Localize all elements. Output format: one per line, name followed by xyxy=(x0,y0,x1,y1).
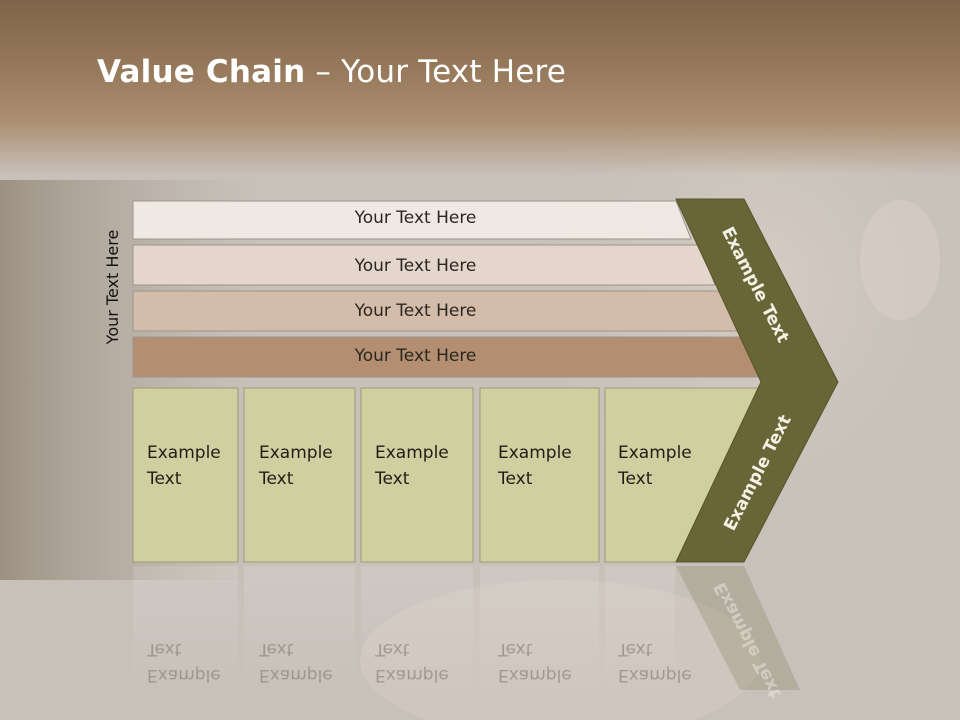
cell-reflection-5: Example Text xyxy=(618,636,692,688)
cell-4-reflect-line2: Text xyxy=(498,639,533,659)
cell-reflection-1: Example Text xyxy=(147,636,221,688)
cell-2-line2: Text xyxy=(259,469,294,489)
cell-2-reflect-line1: Example xyxy=(259,665,333,685)
cell-1-line1: Example xyxy=(147,443,221,463)
header-band xyxy=(0,0,960,175)
cell-shape-3 xyxy=(360,387,474,563)
cell-shape-1 xyxy=(132,387,239,563)
cell-3-reflect-line2: Text xyxy=(375,639,410,659)
cell-reflection-3: Example Text xyxy=(375,636,449,688)
cell-4-reflect-line1: Example xyxy=(498,665,572,685)
row-label-1: Your Text Here xyxy=(354,208,477,228)
row-shape-1 xyxy=(132,200,692,240)
title-rest: – Your Text Here xyxy=(305,54,567,90)
cell-shape-2 xyxy=(243,387,356,563)
cell-5-line2: Text xyxy=(618,469,653,489)
cell-3-line2: Text xyxy=(375,469,410,489)
cell-5-reflect-line2: Text xyxy=(618,639,653,659)
row-label-3: Your Text Here xyxy=(354,301,477,321)
cell-4-line2: Text xyxy=(498,469,533,489)
cell-shape-4 xyxy=(479,387,600,563)
cell-2-reflect-line2: Text xyxy=(259,639,294,659)
slide-title: Value Chain – Your Text Here xyxy=(97,54,566,90)
cell-3-line1: Example xyxy=(375,443,449,463)
cell-1-reflect-line2: Text xyxy=(147,639,182,659)
cell-4-line1: Example xyxy=(498,443,572,463)
cell-3-reflect-line1: Example xyxy=(375,665,449,685)
reflection-group xyxy=(133,566,800,696)
row-shape-2 xyxy=(132,244,716,286)
title-bold: Value Chain xyxy=(97,54,306,90)
cell-reflection-2: Example Text xyxy=(259,636,333,688)
cell-5-reflect-line1: Example xyxy=(618,665,692,685)
cell-1-line2: Text xyxy=(147,469,182,489)
row-label-2: Your Text Here xyxy=(354,256,477,276)
cell-5-line1: Example xyxy=(618,443,692,463)
row-label-4: Your Text Here xyxy=(354,346,477,366)
cell-reflection-4: Example Text xyxy=(498,636,572,688)
cell-2-line1: Example xyxy=(259,443,333,463)
chevron-arrow xyxy=(675,198,839,563)
cell-1-reflect-line1: Example xyxy=(147,665,221,685)
